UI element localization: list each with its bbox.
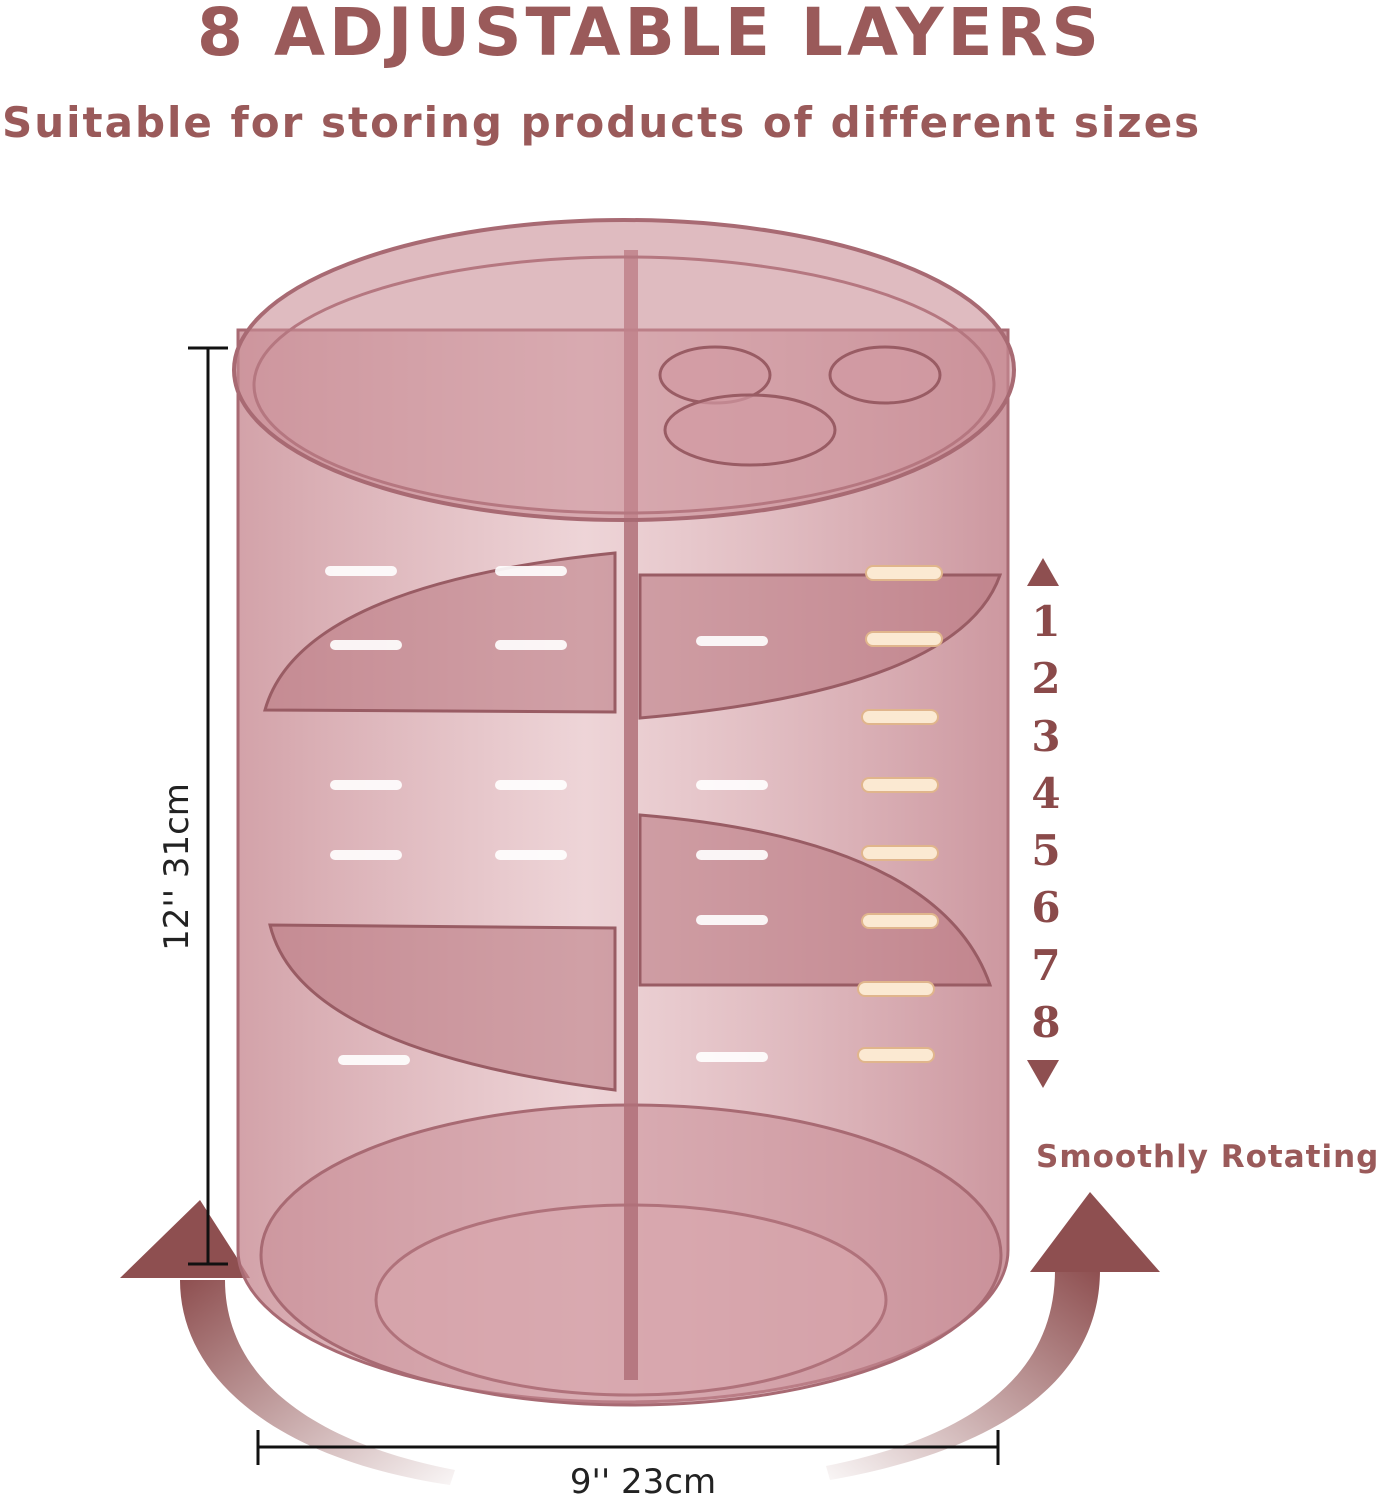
layer-number: 2 <box>1031 654 1061 704</box>
height-dimension-label: 12'' 31cm <box>157 783 197 951</box>
layer-number: 6 <box>1031 883 1061 933</box>
layer-number: 4 <box>1031 768 1061 818</box>
layer-scale: 1 2 3 4 5 6 7 8 <box>1022 597 1070 1056</box>
width-dimension-line <box>256 1430 1000 1465</box>
layer-number: 1 <box>1031 597 1061 646</box>
layer-number: 7 <box>1031 940 1061 990</box>
width-dimension-label: 9'' 23cm <box>569 1462 717 1502</box>
layer-scale-down-arrow-icon <box>1027 1060 1059 1088</box>
layer-number: 5 <box>1031 826 1061 876</box>
rotate-arrow-left-icon <box>120 1200 455 1485</box>
shelf-slot-markers <box>325 566 768 1065</box>
rotate-arrow-right-icon <box>826 1192 1160 1480</box>
layer-number: 3 <box>1031 711 1061 761</box>
headline: 8 ADJUSTABLE LAYERS <box>197 0 1103 71</box>
rotation-label: Smoothly Rotating <box>1036 1139 1380 1175</box>
organizer-body <box>232 218 1016 1407</box>
subheadline: Suitable for storing products of differe… <box>2 98 1202 147</box>
layer-scale-up-arrow-icon <box>1027 558 1059 586</box>
layer-number: 8 <box>1031 998 1061 1048</box>
layer-slot-highlights <box>857 565 943 1063</box>
height-dimension-line <box>188 346 228 1266</box>
